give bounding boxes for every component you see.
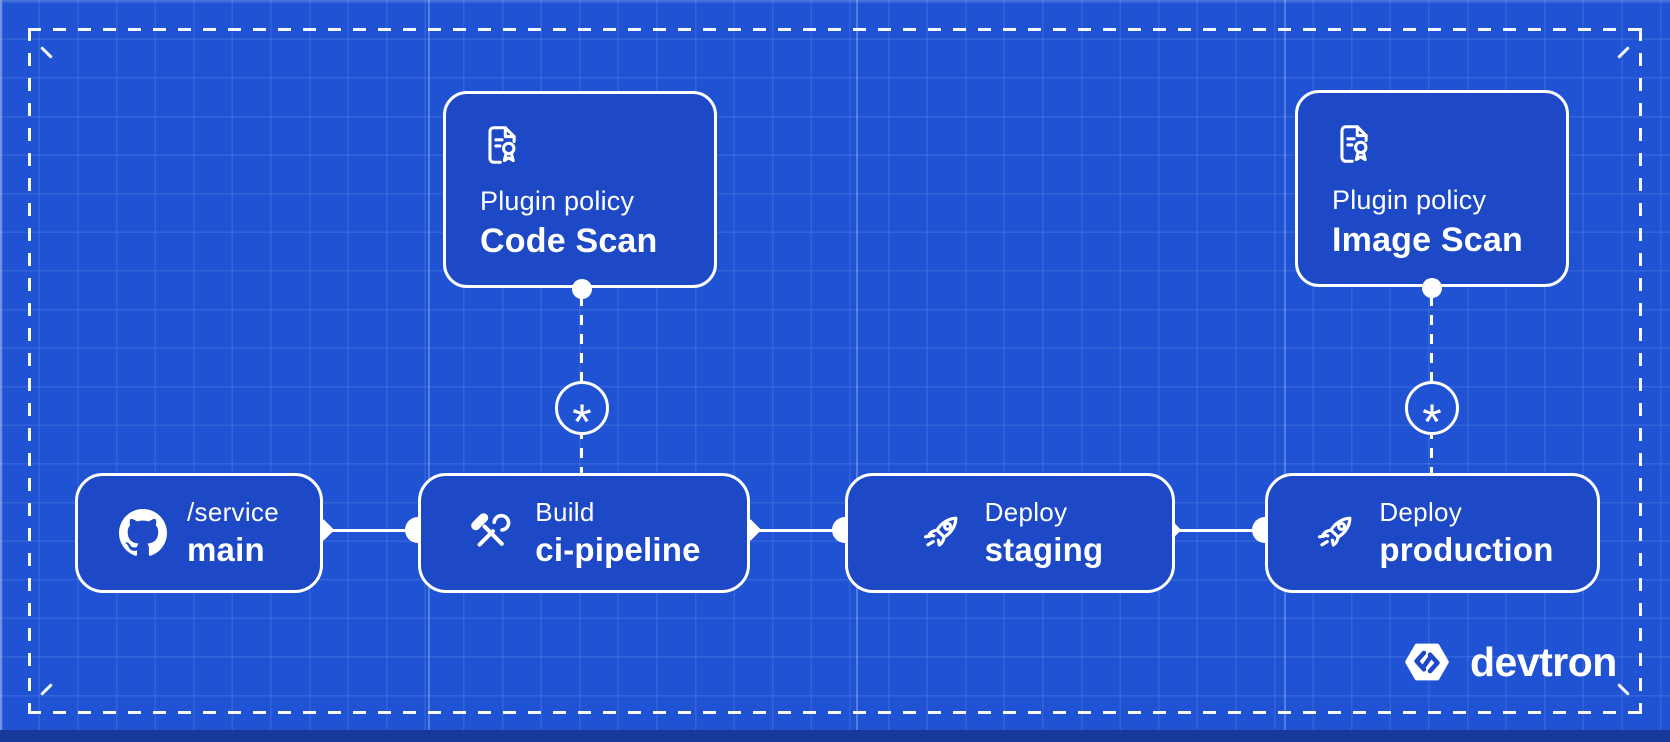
corner-tick-top-right — [1617, 46, 1630, 59]
pipeline-node-build[interactable]: Build ci-pipeline — [418, 473, 750, 593]
corner-tick-bottom-right — [1617, 683, 1630, 696]
rocket-icon — [923, 516, 958, 547]
policy-card-name: Image Scan — [1332, 221, 1523, 259]
github-icon — [119, 509, 167, 556]
policy-card-name: Code Scan — [480, 222, 658, 260]
pipeline-node-deploy-production[interactable]: Deploy production — [1265, 473, 1600, 593]
footer-strip — [0, 730, 1670, 742]
pipeline-node-git-source[interactable]: /service main — [75, 473, 323, 593]
corner-tick-bottom-left — [40, 683, 53, 696]
devtron-logo: devtron — [1396, 636, 1617, 688]
node-label: Deploy — [984, 497, 1068, 527]
pipeline-connector-line — [321, 529, 420, 532]
policy-card-image-scan[interactable]: Plugin policy Image Scan — [1295, 90, 1569, 287]
node-label: Deploy — [1379, 497, 1463, 527]
pipeline-connector-line — [748, 529, 847, 532]
frame-dashed-edge-right — [1639, 28, 1642, 714]
node-name: production — [1379, 531, 1554, 568]
connector-dot — [572, 279, 592, 299]
policy-card-label: Plugin policy — [1332, 185, 1487, 215]
pipeline-connector-line — [1168, 529, 1267, 532]
policy-card-code-scan[interactable]: Plugin policy Code Scan — [443, 91, 717, 288]
node-label: /service — [187, 497, 279, 527]
connector-dot — [1422, 278, 1442, 298]
certificate-document-icon — [1340, 125, 1368, 163]
frame-dashed-edge-left — [28, 28, 31, 714]
devtron-logo-icon — [1405, 643, 1449, 681]
certificate-document-icon — [488, 126, 516, 164]
brand-name: devtron — [1470, 638, 1617, 685]
policy-asterisk-badge: * — [1405, 381, 1459, 447]
frame-dashed-edge-top — [28, 28, 1642, 31]
node-name: main — [187, 531, 265, 568]
node-name: staging — [984, 531, 1104, 568]
frame-dashed-edge-bottom — [28, 711, 1642, 714]
corner-tick-top-left — [40, 46, 53, 59]
rocket-icon — [1318, 516, 1352, 547]
node-label: Build — [535, 497, 595, 527]
policy-card-label: Plugin policy — [480, 186, 635, 216]
tools-icon — [471, 513, 511, 547]
pipeline-node-deploy-staging[interactable]: Deploy staging — [845, 473, 1175, 593]
policy-asterisk-badge: * — [555, 381, 609, 447]
node-name: ci-pipeline — [535, 531, 701, 568]
